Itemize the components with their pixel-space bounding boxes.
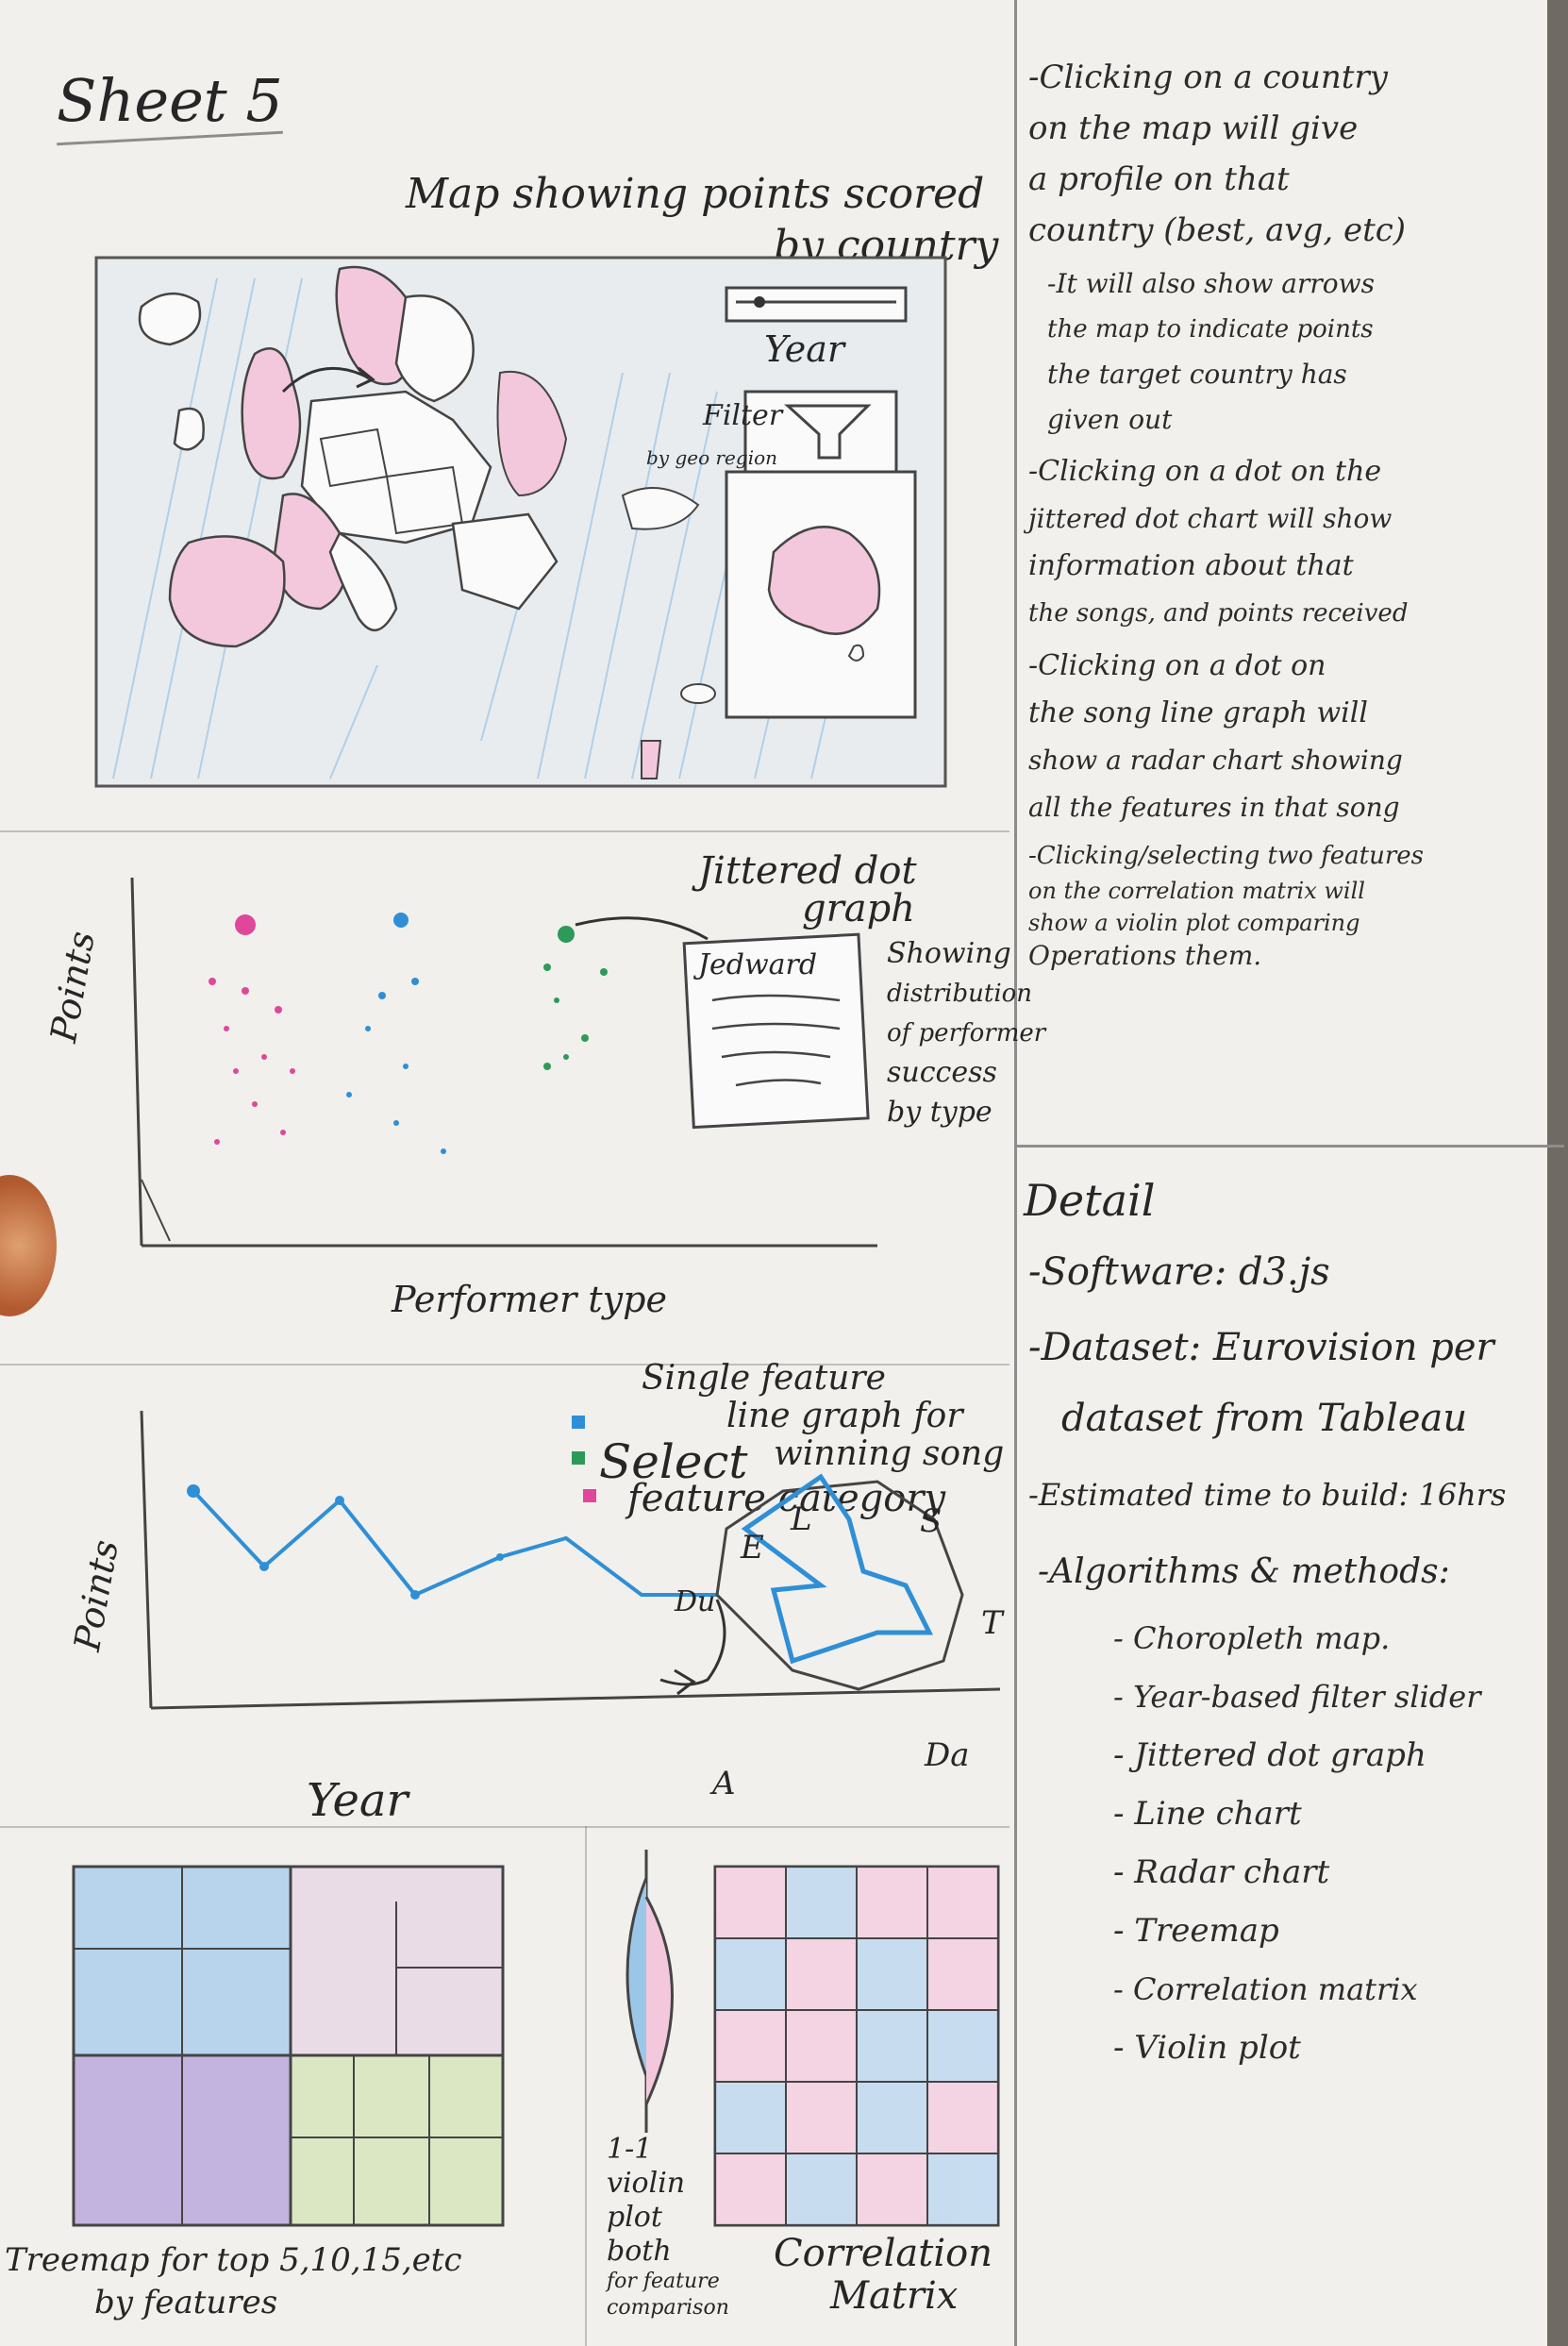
details-time: -Estimated time to build: 16hrs bbox=[1028, 1477, 1507, 1513]
radar-axis-da: Da bbox=[925, 1736, 970, 1774]
operation-line: a profile on that bbox=[1028, 160, 1290, 198]
radar-axis-a: A bbox=[712, 1765, 736, 1802]
jitter-x-label: Performer type bbox=[392, 1279, 667, 1320]
operation-line: Operations them. bbox=[1028, 940, 1262, 971]
details-algorithms-label: -Algorithms & methods: bbox=[1038, 1552, 1450, 1591]
jitter-desc-line: distribution bbox=[887, 980, 1033, 1008]
operation-line: -Clicking/selecting two features bbox=[1028, 842, 1424, 870]
jitter-y-label: Points bbox=[42, 928, 103, 1046]
operation-line: the songs, and points received bbox=[1028, 599, 1409, 628]
algorithm-item: - Jittered dot graph bbox=[1113, 1736, 1426, 1774]
jitter-title-line1: Jittered dot bbox=[698, 849, 917, 893]
algorithm-item: - Year-based filter slider bbox=[1113, 1679, 1481, 1715]
violin-plot-sketch bbox=[626, 1850, 674, 2133]
algorithm-item: - Violin plot bbox=[1113, 2029, 1301, 2067]
operation-line: show a radar chart showing bbox=[1028, 745, 1403, 776]
operation-line: show a violin plot comparing bbox=[1028, 910, 1360, 936]
map-year-label: Year bbox=[764, 328, 845, 370]
line-title-line3: winning song bbox=[774, 1434, 1005, 1473]
jitter-title-line2: graph bbox=[802, 887, 915, 930]
operation-line: jittered dot chart will show bbox=[1028, 503, 1393, 534]
europe-map-sketch bbox=[94, 256, 947, 788]
radar-axis-s: S bbox=[920, 1502, 942, 1540]
section-divider-2 bbox=[0, 1364, 1009, 1366]
jitter-desc-line: by type bbox=[887, 1096, 993, 1129]
line-y-label: Points bbox=[66, 1536, 126, 1654]
details-dataset-line1: -Dataset: Eurovision per bbox=[1028, 1326, 1494, 1369]
violin-caption-line: comparison bbox=[607, 2296, 729, 2320]
line-graph-and-radar bbox=[140, 1410, 1001, 1710]
legend-swatch-green bbox=[572, 1451, 585, 1465]
legend-swatch-blue bbox=[572, 1416, 585, 1429]
operation-line: information about that bbox=[1028, 549, 1354, 582]
violin-caption-line: both bbox=[607, 2235, 672, 2268]
bottom-divider-a bbox=[585, 1826, 587, 2346]
treemap-caption-line2: by features bbox=[94, 2284, 278, 2321]
jitter-card-title: Jedward bbox=[698, 948, 818, 981]
radar-axis-l: L bbox=[791, 1500, 812, 1538]
map-title-line1: Map showing points scored bbox=[406, 170, 985, 218]
line-x-label: Year bbox=[307, 1774, 409, 1827]
operations-notes: -Clicking on a country on the map will g… bbox=[1028, 52, 1543, 973]
legend-text-select: Select bbox=[599, 1434, 748, 1489]
operation-line: the map to indicate points bbox=[1047, 315, 1374, 344]
operation-line: given out bbox=[1047, 404, 1173, 435]
operation-line: all the features in that song bbox=[1028, 792, 1400, 823]
operation-line: the song line graph will bbox=[1028, 696, 1368, 729]
corr-caption-line1: Correlation bbox=[774, 2232, 993, 2275]
operation-line: on the map will give bbox=[1028, 109, 1359, 147]
operation-line: -It will also show arrows bbox=[1047, 268, 1375, 299]
details-software: -Software: d3.js bbox=[1028, 1250, 1330, 1294]
operation-item: -Clicking/selecting two features on the … bbox=[1028, 837, 1543, 973]
jitter-description: Showing distribution of performer succes… bbox=[887, 934, 1045, 1132]
section-divider-1 bbox=[0, 830, 1009, 832]
sheet-title: Sheet 5 bbox=[57, 66, 283, 135]
algorithm-item: - Correlation matrix bbox=[1113, 1971, 1418, 2007]
algorithms-list: - Choropleth map. - Year-based filter sl… bbox=[1113, 1609, 1480, 2077]
operation-line: country (best, avg, etc) bbox=[1028, 211, 1407, 249]
jitter-desc-line: success bbox=[887, 1056, 997, 1089]
details-heading: Detail bbox=[1024, 1175, 1156, 1226]
algorithm-item: - Line chart bbox=[1113, 1795, 1302, 1833]
operation-line: -Clicking on a dot on the bbox=[1028, 455, 1382, 488]
section-divider-3 bbox=[0, 1826, 1009, 1828]
radar-axis-du: Du bbox=[675, 1585, 716, 1618]
operations-details-divider bbox=[1017, 1145, 1564, 1148]
jitter-dot-graph bbox=[130, 877, 877, 1248]
operation-line: on the correlation matrix will bbox=[1028, 878, 1365, 904]
algorithm-item: - Radar chart bbox=[1113, 1853, 1330, 1891]
operation-item: -Clicking on a dot on the song line grap… bbox=[1028, 643, 1543, 831]
jitter-desc-line: Showing bbox=[887, 937, 1011, 970]
violin-caption: 1-1 violin plot both for feature compari… bbox=[607, 2133, 729, 2321]
operation-item: -Clicking on a dot on the jittered dot c… bbox=[1028, 448, 1543, 637]
correlation-matrix-sketch bbox=[713, 1865, 1000, 2227]
violin-caption-line: violin bbox=[607, 2167, 686, 2200]
map-filter-sub: by geo region bbox=[646, 446, 778, 469]
jitter-desc-line: of performer bbox=[887, 1019, 1046, 1047]
treemap-caption-line1: Treemap for top 5,10,15,etc bbox=[5, 2241, 462, 2279]
corr-caption-line2: Matrix bbox=[830, 2274, 959, 2318]
operation-item: -It will also show arrows the map to ind… bbox=[1028, 261, 1543, 443]
violin-caption-line: plot bbox=[607, 2201, 662, 2234]
column-divider bbox=[1014, 0, 1017, 2346]
details-dataset-line2: dataset from Tableau bbox=[1061, 1397, 1468, 1440]
operation-item: -Clicking on a country on the map will g… bbox=[1028, 52, 1543, 256]
violin-caption-line: 1-1 bbox=[607, 2133, 653, 2166]
radar-axis-e: E bbox=[741, 1529, 764, 1567]
operation-line: -Clicking on a dot on bbox=[1028, 649, 1326, 682]
algorithm-item: - Treemap bbox=[1113, 1912, 1279, 1950]
legend-swatch-pink bbox=[583, 1489, 596, 1502]
map-filter-label: Filter bbox=[703, 399, 783, 432]
violin-caption-line: for feature bbox=[607, 2270, 720, 2293]
operation-line: -Clicking on a country bbox=[1028, 59, 1388, 96]
operation-line: the target country has bbox=[1047, 359, 1347, 390]
radar-axis-t: T bbox=[981, 1604, 1003, 1642]
line-title-line2: line graph for bbox=[726, 1397, 963, 1435]
line-title-line1: Single feature bbox=[642, 1359, 886, 1398]
treemap-sketch bbox=[72, 1865, 505, 2227]
algorithm-item: - Choropleth map. bbox=[1113, 1620, 1391, 1656]
